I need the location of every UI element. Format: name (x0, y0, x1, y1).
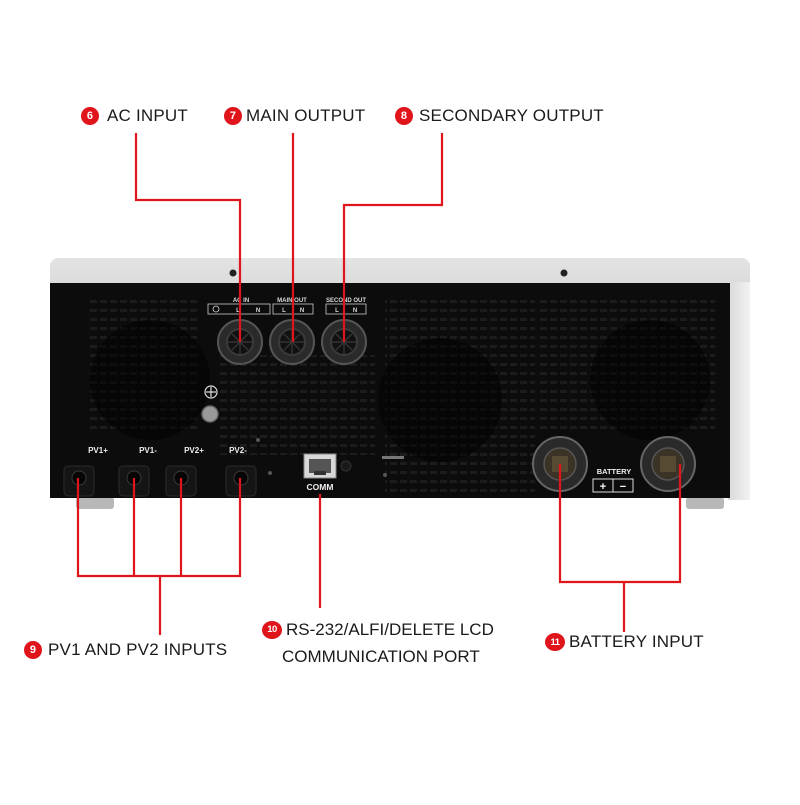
screw-hole (560, 269, 568, 277)
terminal-l: L (335, 308, 339, 314)
callout-secondary-output: 8 SECONDARY OUTPUT (395, 106, 604, 126)
leader-lines (76, 133, 682, 635)
pv1-minus-label: PV1- (139, 446, 157, 455)
comm-port: COMM (303, 453, 404, 492)
battery-input-leader (558, 464, 682, 584)
terminal-n: N (256, 308, 260, 314)
screw-hole (268, 471, 272, 475)
callout-label-line1: RS-232/ALFI/DELETE LCD (286, 619, 494, 639)
dip-slot (382, 456, 404, 459)
pv1-plus-label: PV1+ (88, 446, 108, 455)
callout-number-badge: 7 (224, 107, 242, 125)
callout-main-output: 7 MAIN OUTPUT (224, 106, 365, 126)
foot-right (686, 497, 724, 509)
foot-left (76, 497, 114, 509)
callout-label: BATTERY INPUT (569, 632, 704, 651)
second-out-strip (325, 303, 367, 315)
battery-label: BATTERY (597, 467, 632, 476)
callout-battery-input: 11 BATTERY INPUT (545, 632, 704, 652)
pv2-minus-label: PV2- (229, 446, 247, 455)
screw-hole (256, 438, 260, 442)
terminal-l: L (236, 308, 240, 314)
screw-hole (383, 473, 387, 477)
callout-label-line2: COMMUNICATION PORT (282, 646, 480, 666)
battery-negative-terminal (640, 436, 696, 492)
fan-shadow (590, 320, 710, 440)
rear-black-panel (50, 283, 730, 498)
callout-label: AC INPUT (107, 106, 188, 125)
ground-symbol-icon (212, 305, 220, 313)
battery-terminals: BATTERY + − (532, 436, 696, 493)
callout-label: MAIN OUTPUT (246, 106, 366, 125)
terminal-l: L (282, 308, 286, 314)
fan-shadow (90, 320, 210, 440)
callout-number-badge: 9 (24, 641, 42, 659)
callout-label: SECONDARY OUTPUT (419, 106, 604, 125)
callout-comm-port: 10 RS-232/ALFI/DELETE LCD COMMUNICATION … (262, 616, 494, 670)
vent-grille (220, 355, 375, 455)
fan-shadow (378, 338, 502, 462)
pv-connectors: PV1+ PV1- PV2+ PV2- (63, 446, 272, 497)
pv2-plus-label: PV2+ (184, 446, 204, 455)
screw-hole (229, 269, 237, 277)
ac-input-leader (134, 133, 242, 342)
ground-symbol-icon (204, 385, 218, 399)
ground-terminal (201, 385, 260, 442)
led-indicator (340, 460, 352, 472)
battery-minus-sign: − (620, 481, 626, 493)
secondary-output-leader (342, 133, 444, 342)
callout-number-badge: 11 (545, 633, 565, 651)
chassis-side (728, 282, 750, 500)
callout-number-badge: 8 (395, 107, 413, 125)
comm-label: COMM (307, 482, 334, 492)
terminal-n: N (353, 308, 357, 314)
callout-number-badge: 6 (81, 107, 99, 125)
callout-number-badge: 10 (262, 620, 282, 639)
second-out-label: SECOND OUT (326, 298, 366, 304)
rj45-socket (309, 459, 331, 473)
ground-screw (201, 405, 219, 423)
callout-label: PV1 AND PV2 INPUTS (48, 640, 228, 659)
callout-ac-input: 6 AC INPUT (81, 106, 188, 126)
battery-plus-sign: + (600, 481, 606, 493)
terminal-n: N (300, 308, 304, 314)
callout-pv-inputs: 9 PV1 AND PV2 INPUTS (24, 640, 227, 660)
